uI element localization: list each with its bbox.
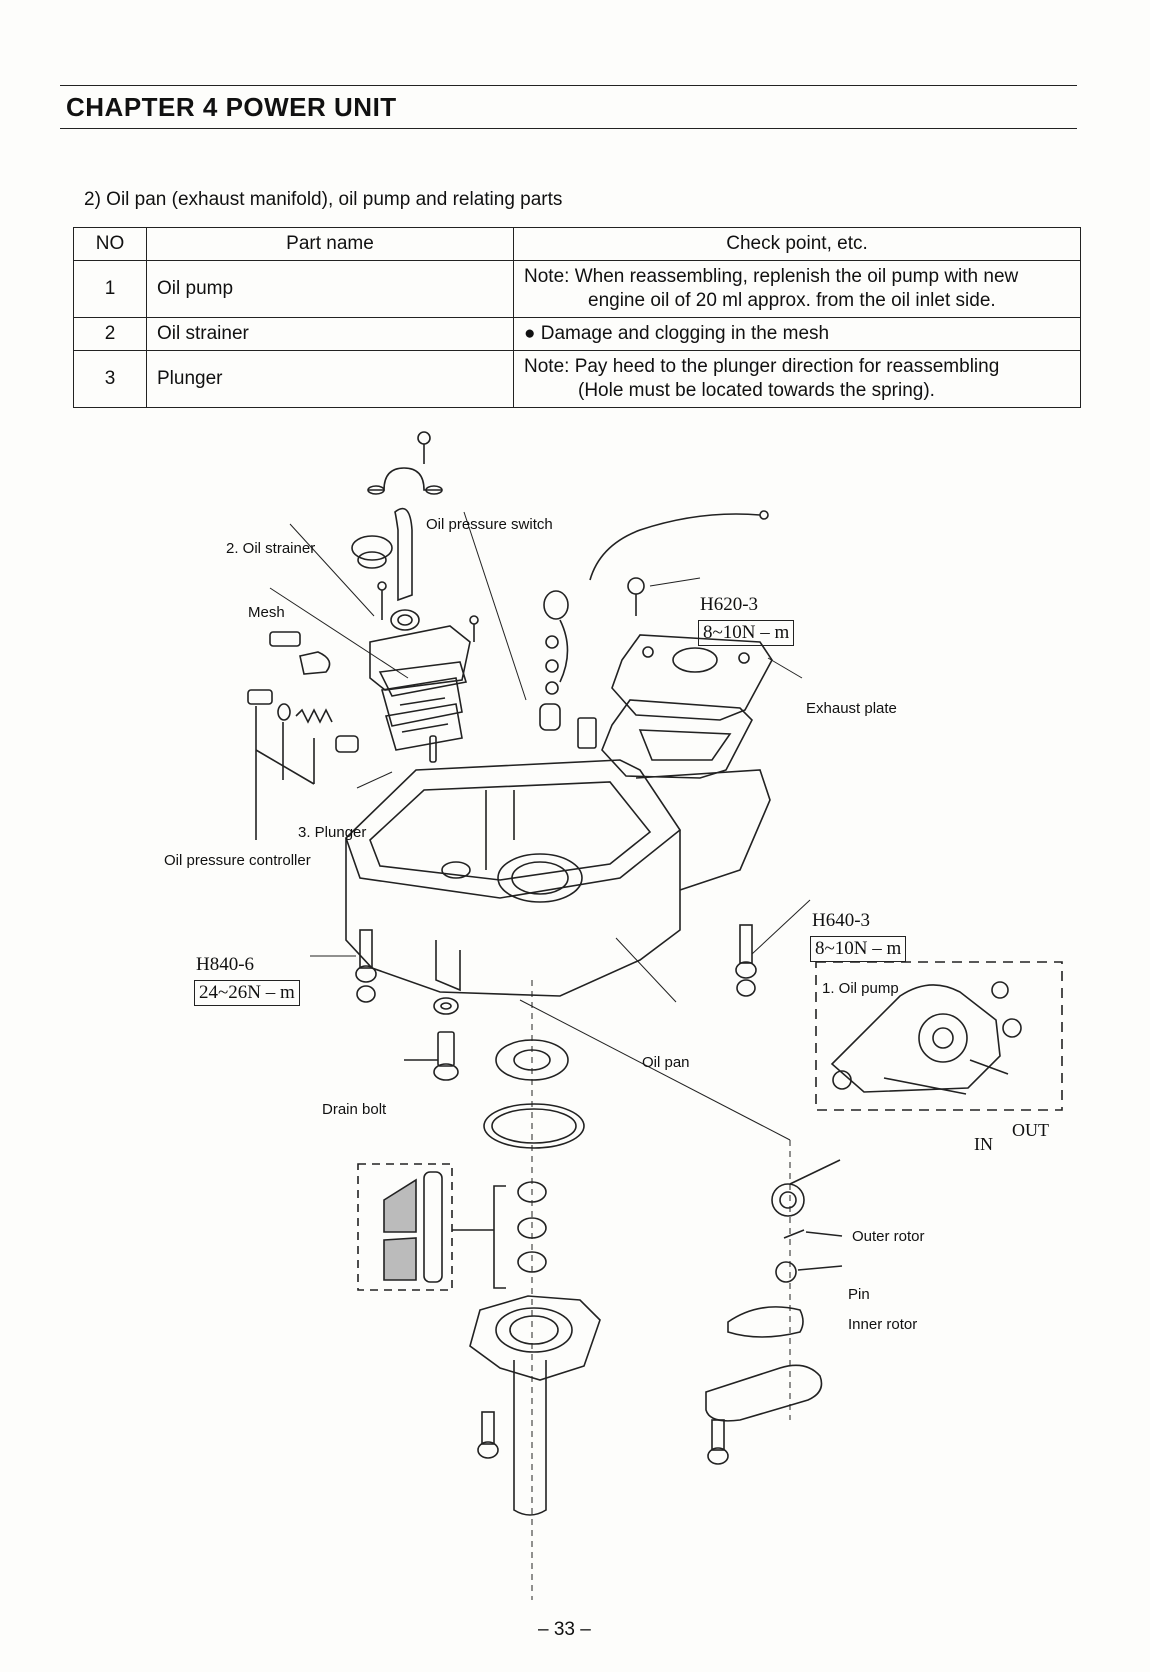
- label-oil-pump: 1. Oil pump: [822, 980, 899, 997]
- check-line-1: ● Damage and clogging in the mesh: [524, 323, 830, 344]
- header-bottom-rule: [60, 128, 1077, 129]
- label-outer-rotor: Outer rotor: [852, 1228, 925, 1245]
- label-oil-pan: Oil pan: [642, 1054, 690, 1071]
- oil-pan-icon: [345, 759, 771, 1003]
- oil-pressure-switch-icon: [539, 510, 769, 749]
- torque-code-h620: H620-3: [700, 594, 759, 615]
- label-drain-bolt: Drain bolt: [322, 1101, 387, 1118]
- label-exhaust-plate: Exhaust plate: [806, 700, 897, 717]
- check-line-1: Note: Pay heed to the plunger direction …: [524, 356, 1000, 377]
- table-header-row: NO Part name Check point, etc.: [73, 227, 1081, 261]
- plunger-icon: [247, 631, 359, 840]
- torque-code-h840: H840-6: [196, 954, 255, 975]
- label-oil-pressure-controller: Oil pressure controller: [164, 852, 311, 869]
- header-top-rule: [60, 85, 1077, 86]
- exploded-diagram: [247, 431, 1063, 1600]
- cell-no: 1: [73, 260, 147, 318]
- col-header-check-point: Check point, etc.: [513, 227, 1081, 261]
- label-inner-rotor: Inner rotor: [848, 1316, 918, 1333]
- pump-cover-icon: [705, 1306, 823, 1465]
- cell-no: 3: [73, 350, 147, 408]
- check-line-2: engine oil of 20 ml approx. from the oil…: [588, 290, 996, 311]
- torque-code-h640: H640-3: [812, 910, 871, 931]
- mesh-icon: [369, 615, 479, 763]
- pin-icon: [783, 1229, 843, 1239]
- table-row: 1 Oil pump Note: When reassembling, repl…: [73, 260, 1081, 318]
- label-in: IN: [974, 1134, 993, 1154]
- table-row: 2 Oil strainer ● Damage and clogging in …: [73, 317, 1081, 351]
- col-header-part-name: Part name: [146, 227, 514, 261]
- cell-part-name: Plunger: [146, 350, 514, 408]
- cell-no: 2: [73, 317, 147, 351]
- cell-check-point: ● Damage and clogging in the mesh: [513, 317, 1081, 351]
- cell-check-point: Note: When reassembling, replenish the o…: [513, 260, 1081, 318]
- label-plunger: 3. Plunger: [298, 824, 367, 841]
- oil-strainer-icon: [351, 507, 420, 631]
- bracket-screw-icon: [367, 431, 443, 495]
- pump-housing-icon: [469, 1295, 601, 1516]
- outer-rotor-icon: [771, 1159, 841, 1217]
- cell-check-point: Note: Pay heed to the plunger direction …: [513, 350, 1081, 408]
- section-title: 2) Oil pan (exhaust manifold), oil pump …: [84, 189, 563, 210]
- seal-detail-icon: [357, 1163, 453, 1291]
- leader-lines: [269, 511, 811, 1600]
- page-number: – 33 –: [538, 1619, 591, 1640]
- drain-bolt-icon: [404, 997, 459, 1081]
- label-pin: Pin: [848, 1286, 870, 1303]
- exhaust-plate-icon: [601, 577, 773, 779]
- label-oil-pressure-switch: Oil pressure switch: [426, 516, 553, 533]
- inner-rotor-icon: [775, 1261, 843, 1283]
- parts-table: NO Part name Check point, etc. 1 Oil pum…: [73, 227, 1081, 408]
- cell-part-name: Oil strainer: [146, 317, 514, 351]
- col-header-no: NO: [73, 227, 147, 261]
- label-mesh: Mesh: [248, 604, 285, 621]
- label-oil-strainer: 2. Oil strainer: [226, 540, 316, 557]
- check-line-1: Note: When reassembling, replenish the o…: [524, 266, 1019, 287]
- cell-part-name: Oil pump: [146, 260, 514, 318]
- table-row: 3 Plunger Note: Pay heed to the plunger …: [73, 350, 1081, 408]
- torque-value-h620: 8~10N – m: [698, 620, 795, 646]
- torque-value-h840: 24~26N – m: [194, 980, 300, 1006]
- oil-seal-icon: [452, 1039, 585, 1289]
- check-line-2: (Hole must be located towards the spring…: [578, 380, 935, 401]
- torque-value-h640: 8~10N – m: [810, 936, 907, 962]
- oil-pump-detail-icon: [815, 961, 1063, 1111]
- label-out: OUT: [1012, 1120, 1049, 1140]
- chapter-title: CHAPTER 4 POWER UNIT: [66, 92, 397, 122]
